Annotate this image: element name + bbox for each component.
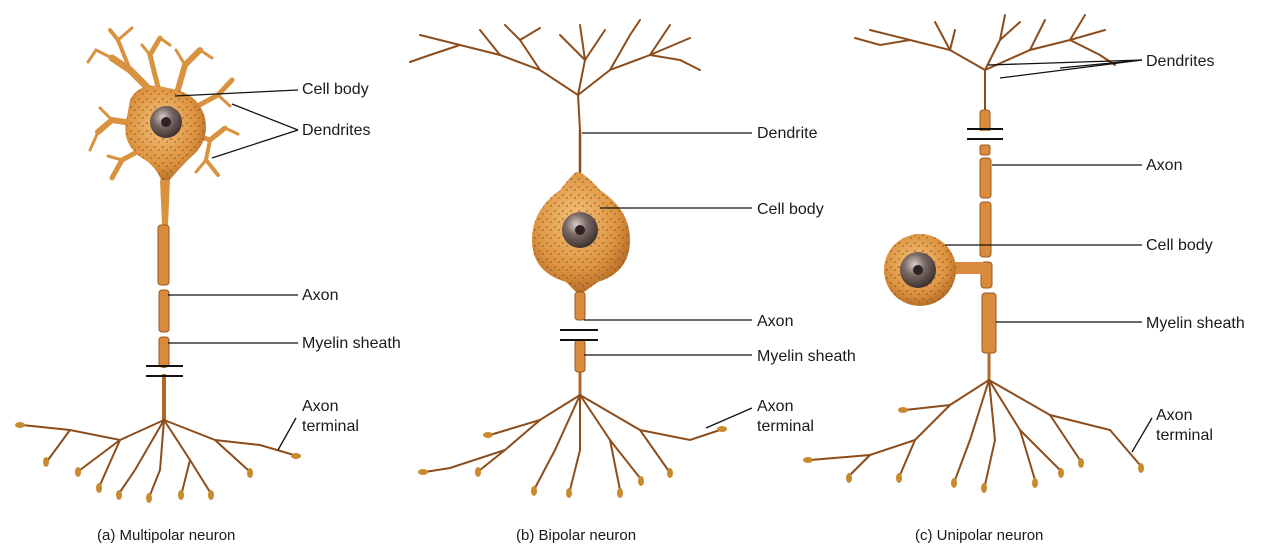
multipolar-axon-label: Axon (302, 286, 338, 305)
multipolar-caption: (a) Multipolar neuron (97, 527, 235, 544)
bipolar-myelin-sheath-label: Myelin sheath (757, 347, 856, 366)
unipolar-leader-lines (945, 60, 1152, 452)
unipolar-myelin-sheath-label: Myelin sheath (1146, 314, 1245, 333)
bipolar-dendrite-label: Dendrite (757, 124, 817, 143)
bipolar-axon-terminal-label-line2: terminal (757, 417, 814, 436)
bipolar-cell-body-label: Cell body (757, 200, 824, 219)
bipolar-leader-lines (582, 133, 752, 428)
unipolar-myelin-segment (980, 202, 991, 257)
bipolar-axon-terminals (425, 395, 720, 490)
multipolar-axon-terminal-label-line1: Axon (302, 397, 338, 416)
unipolar-caption: (c) Unipolar neuron (915, 527, 1043, 544)
multipolar-myelin-segment (158, 225, 169, 285)
multipolar-axon-terminal-label-line2: terminal (302, 417, 359, 436)
bipolar-caption: (b) Bipolar neuron (516, 527, 636, 544)
bipolar-dendrite-tree (410, 20, 700, 130)
bipolar-axon-terminal-label-line1: Axon (757, 397, 793, 416)
bipolar-axon-label: Axon (757, 312, 793, 331)
unipolar-neuron (803, 15, 1152, 493)
unipolar-terminal-bulbs (803, 407, 1144, 493)
bipolar-terminal-bulbs (418, 426, 727, 498)
multipolar-myelin-sheath-label: Myelin sheath (302, 334, 401, 353)
unipolar-axon-terminal-label-line2: terminal (1156, 426, 1213, 445)
unipolar-cell-body-label: Cell body (1146, 236, 1213, 255)
unipolar-axon-terminals (810, 380, 1140, 485)
bipolar-myelin-segment (575, 340, 585, 372)
multipolar-axon-terminals (22, 420, 294, 495)
unipolar-axon-terminal-label-line1: Axon (1156, 406, 1192, 425)
unipolar-dendrites-label: Dendrites (1146, 52, 1214, 71)
multipolar-myelin-segment (159, 290, 169, 332)
unipolar-myelin-segment (980, 158, 991, 198)
bipolar-myelin-segment (575, 292, 585, 320)
multipolar-cell-body-label: Cell body (302, 80, 369, 99)
multipolar-dendrites-label: Dendrites (302, 121, 370, 140)
bipolar-neuron (410, 20, 752, 498)
multipolar-terminal-bulbs (15, 422, 301, 503)
multipolar-neuron (15, 28, 301, 503)
unipolar-myelin-segment (982, 293, 996, 353)
unipolar-axon-label: Axon (1146, 156, 1182, 175)
multipolar-myelin-segment (159, 337, 169, 367)
